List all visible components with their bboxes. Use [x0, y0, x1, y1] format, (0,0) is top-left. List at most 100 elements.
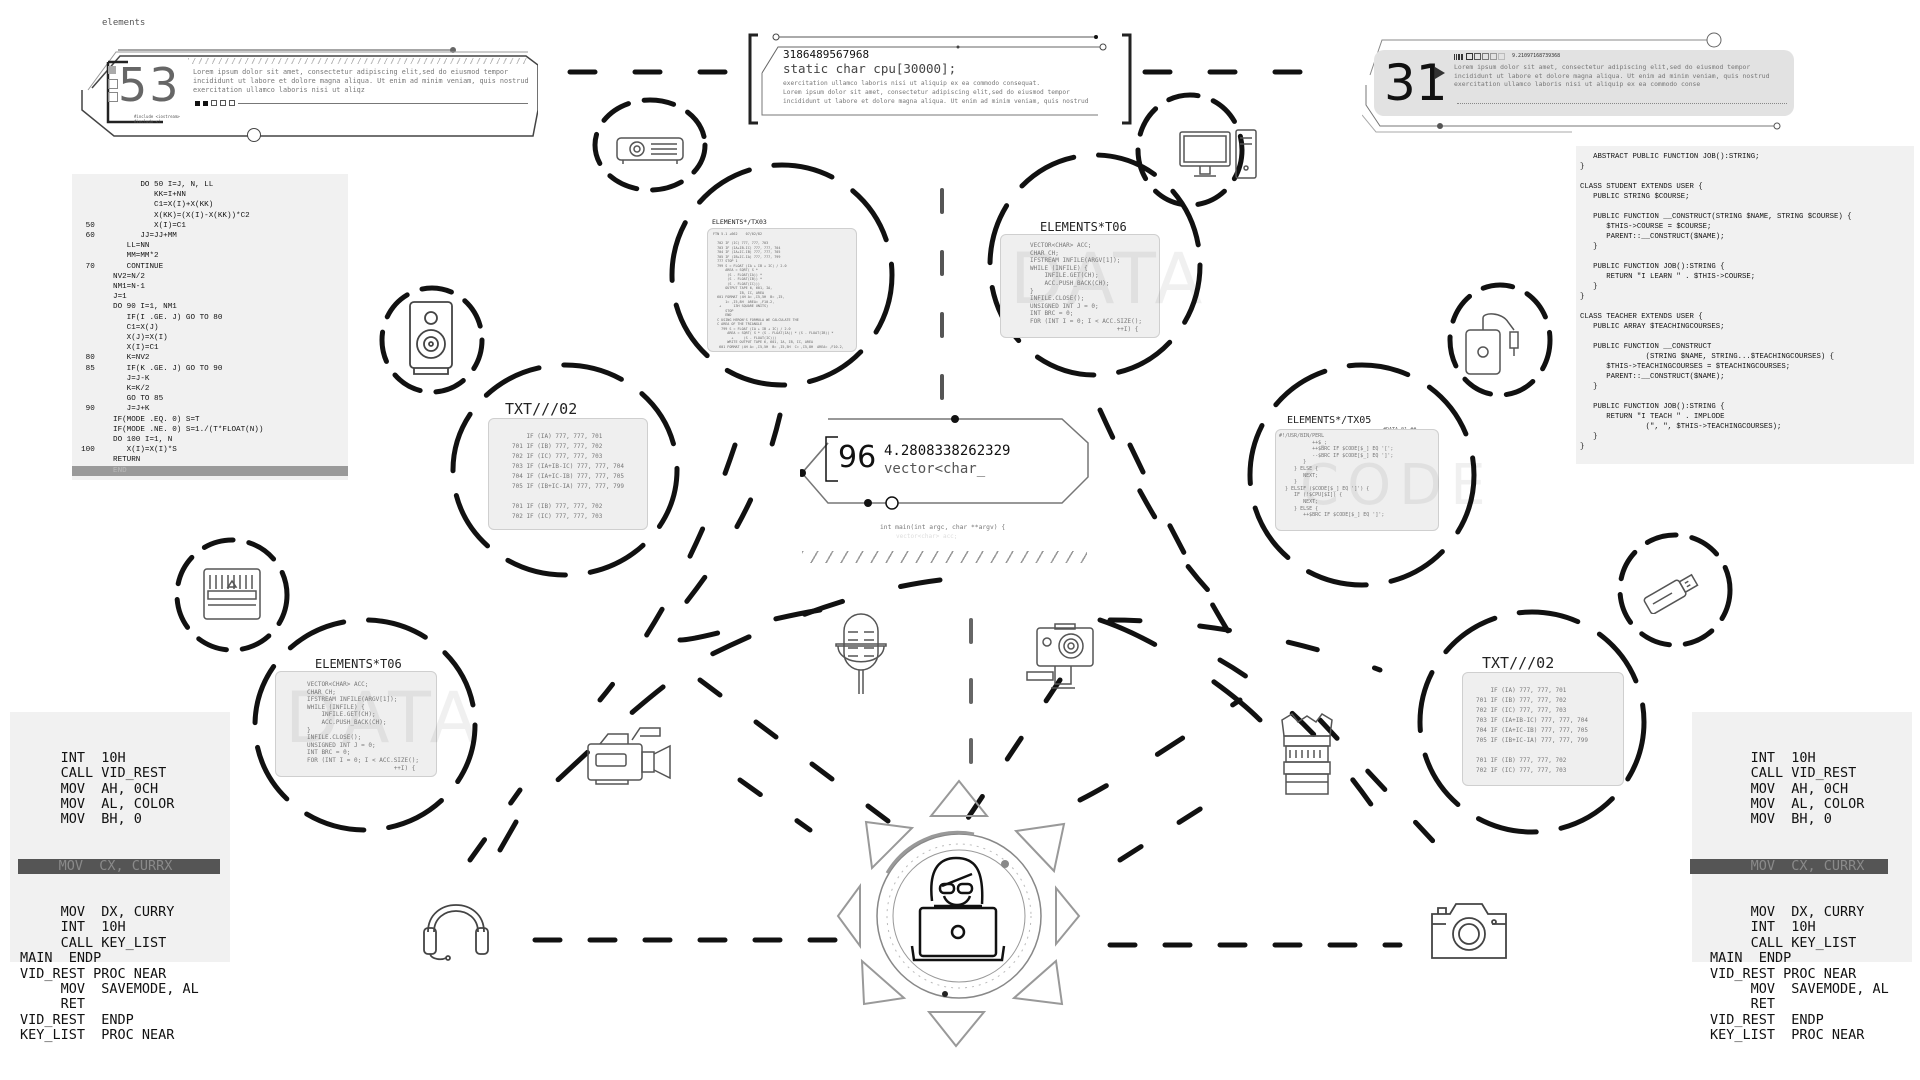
- usb-drive-icon: [1643, 573, 1699, 614]
- big-number: 31: [1384, 54, 1448, 112]
- php-code-panel: ABSTRACT PUBLIC FUNCTION JOB():STRING;} …: [1576, 146, 1914, 464]
- code-line: 50 X(I)=C1: [72, 221, 186, 230]
- highlighted-line[interactable]: MOV CX, CURRX: [1690, 858, 1888, 875]
- card-body: [488, 418, 648, 530]
- asm-code: INT 10H CALL VID_REST MOV AH, 0CH MOV AL…: [1690, 712, 1912, 1074]
- code-line: 601 FORMAT (4H A= ,I5,5H B= ,I5,: [713, 295, 785, 299]
- panel-frame: [81, 47, 538, 139]
- code-line: }: [1580, 433, 1598, 441]
- lorem-line: exercitation ullamco laboris nisi ut ali…: [783, 80, 1041, 87]
- cpu-id-number: 3186489567968: [783, 48, 870, 61]
- code-line: 702 IF (IC) 777, 777, 703: [1476, 767, 1567, 774]
- dotted-rule: [1457, 103, 1787, 104]
- code-line: 701 IF (IB) 777, 777, 702: [512, 443, 603, 450]
- code-line: INFILE.CLOSE();: [1030, 295, 1085, 303]
- code-line: }: [1580, 243, 1598, 251]
- code-line: $THIS->TEACHINGCOURSES = $TEACHINGCOURSE…: [1580, 363, 1791, 371]
- code-line: IF (!$CPU[$I]) {: [1279, 492, 1343, 499]
- code-line: 70 CONTINUE: [72, 262, 164, 271]
- card-watermark: CODE: [1300, 453, 1494, 518]
- code-line: CALL KEY_LIST: [1710, 934, 1857, 951]
- code-line: 799 S = FLOAT (IA + IB + IC) / 2.0: [713, 326, 791, 331]
- code-line: PARENT::__CONSTRUCT($NAME);: [1580, 373, 1725, 381]
- code-line: (S - FLOAT(IC))): [713, 281, 760, 286]
- readout-value: 9.21097168739368: [1512, 53, 1561, 59]
- code-line: } ELSIF ($CODE[$_] EQ ']') {: [1279, 485, 1370, 492]
- card-body: [275, 671, 437, 777]
- code-line: 85 IF(K .GE. J) GO TO 90: [72, 364, 223, 373]
- code-line: RETURN "I LEARN " . $THIS->COURSE;: [1580, 273, 1756, 281]
- code-line: INT 10H: [20, 749, 126, 766]
- code-line: NEXT;: [1279, 498, 1319, 505]
- code-line: 60 JJ=JJ+MM: [72, 232, 177, 241]
- code-line: IF(I .GE. J) GO TO 80: [72, 313, 223, 322]
- code-line: 100 X(I)=X(I)*S: [72, 446, 177, 455]
- code-line: 80 K=NV2: [72, 354, 150, 363]
- card-body: [707, 228, 857, 352]
- desktop-computer-icon: [1179, 129, 1257, 179]
- code-line: [1580, 172, 1914, 182]
- code-line: INT 10H: [1710, 919, 1816, 936]
- video-camera-icon: [587, 727, 671, 785]
- code-line: PUBLIC STRING $COURSE;: [1580, 193, 1690, 201]
- code-line: RET: [1710, 996, 1776, 1013]
- code-line: 701 IF (IB) 777, 777, 702: [1476, 757, 1567, 764]
- top-right-panel: 31 9.21097168739368 Lorem ipsum dolor si…: [1362, 30, 1822, 140]
- card-title: ELEMENTS*T06: [1040, 220, 1127, 234]
- hatch-strip: [802, 551, 1087, 563]
- code-line: C1=X(I)+X(KK): [72, 201, 214, 210]
- power-bank-icon: [1465, 313, 1519, 375]
- code-line: [1580, 332, 1914, 342]
- big-number: 96: [838, 440, 877, 475]
- code-line: 704 IF (IA+IC-IB) 777, 777, 705: [713, 250, 781, 254]
- code-line: IF (IA) 777, 777, 701: [1476, 687, 1567, 694]
- card-t06-top: ELEMENTS*T06 DATA VECTOR<CHAR> ACC;CHAR …: [1000, 218, 1202, 338]
- code-line: VID_REST PROC NEAR: [1710, 965, 1857, 982]
- slider-knob[interactable]: [247, 128, 261, 142]
- top-left-info-panel: elements 53 Lorem ipsum dolor sit amet, …: [78, 18, 538, 142]
- code-line: }: [1279, 459, 1307, 466]
- code-line: PARENT::__CONSTRUCT($NAME);: [1580, 233, 1725, 241]
- code-line: OUTPUT TAPE 6, 601, IA,: [713, 286, 773, 290]
- code-line: [1580, 392, 1914, 402]
- lorem-line: incididunt ut labore et dolore magna ali…: [783, 98, 1089, 105]
- code-line: 702 IF (IC) 777, 777, 703: [512, 453, 603, 460]
- code-line: --$BRC IF $CODE[$_] EQ ']';: [1279, 452, 1394, 459]
- code-line: INFILE.GET(CH);: [307, 711, 376, 719]
- asm-code: INT 10H CALL VID_REST MOV AH, 0CH MOV AL…: [10, 712, 230, 1074]
- code-line: MOV AL, COLOR: [1710, 796, 1865, 813]
- card-watermark: DATA: [1010, 238, 1207, 320]
- code-line: IFSTREAM INFILE(ARGV[1]);: [1030, 257, 1121, 265]
- code-line: + 13H SQUARE UNITS): [713, 304, 769, 308]
- code-line: PUBLIC FUNCTION __CONSTRUCT: [1580, 343, 1712, 351]
- code-line: STOP: [713, 308, 734, 313]
- projector-icon: [616, 137, 684, 164]
- code-line: $THIS->COURSE = $COURSE;: [1580, 223, 1712, 231]
- code-line: INFILE.GET(CH);: [1030, 272, 1099, 280]
- sd-card-icon: [203, 568, 261, 620]
- card-t06-bottom: ELEMENTS*T06 DATA VECTOR<CHAR> ACC;CHAR …: [275, 655, 477, 780]
- code-line: WHILE (INFILE) {: [1030, 264, 1088, 272]
- php-code: ABSTRACT PUBLIC FUNCTION JOB():STRING;} …: [1576, 146, 1914, 452]
- panel-caption: elements: [102, 18, 146, 28]
- code-line: } ELSE {: [1279, 505, 1319, 512]
- code-line: MAIN ENDP: [20, 950, 102, 967]
- code-line: MOV DX, CURRY: [1710, 903, 1865, 920]
- lorem-text: Lorem ipsum dolor sit amet, consectetur …: [193, 68, 529, 94]
- programmer-emblem: [836, 779, 1081, 1048]
- code-line: 1= ,I5,8H AREA= ,F10.2,: [713, 299, 775, 304]
- code-line: (STRING $NAME, STRING...$TEACHINGCOURSES…: [1580, 353, 1834, 361]
- code-line: VECTOR<CHAR> ACC;: [1030, 242, 1092, 249]
- code-line: J=J-K: [72, 374, 150, 383]
- play-triangle-icon[interactable]: [1435, 67, 1445, 79]
- highlighted-line[interactable]: MOV CX, CURRX: [18, 858, 220, 875]
- highlighted-line[interactable]: END: [72, 465, 348, 476]
- code-line: INT 10H: [1710, 749, 1816, 766]
- code-line: 704 IF (IA+IC-IB) 777, 777, 705: [1476, 727, 1588, 734]
- code-line: 703 IF (IA+IB-IC) 777, 777, 704: [1476, 717, 1588, 724]
- code-line: PUBLIC FUNCTION __CONSTRUCT(STRING $NAME…: [1580, 213, 1852, 221]
- code-line: ACC.PUSH_BACK(CH);: [1030, 279, 1110, 287]
- code-line: CALL VID_REST: [1710, 765, 1857, 782]
- code-line: }: [307, 726, 311, 734]
